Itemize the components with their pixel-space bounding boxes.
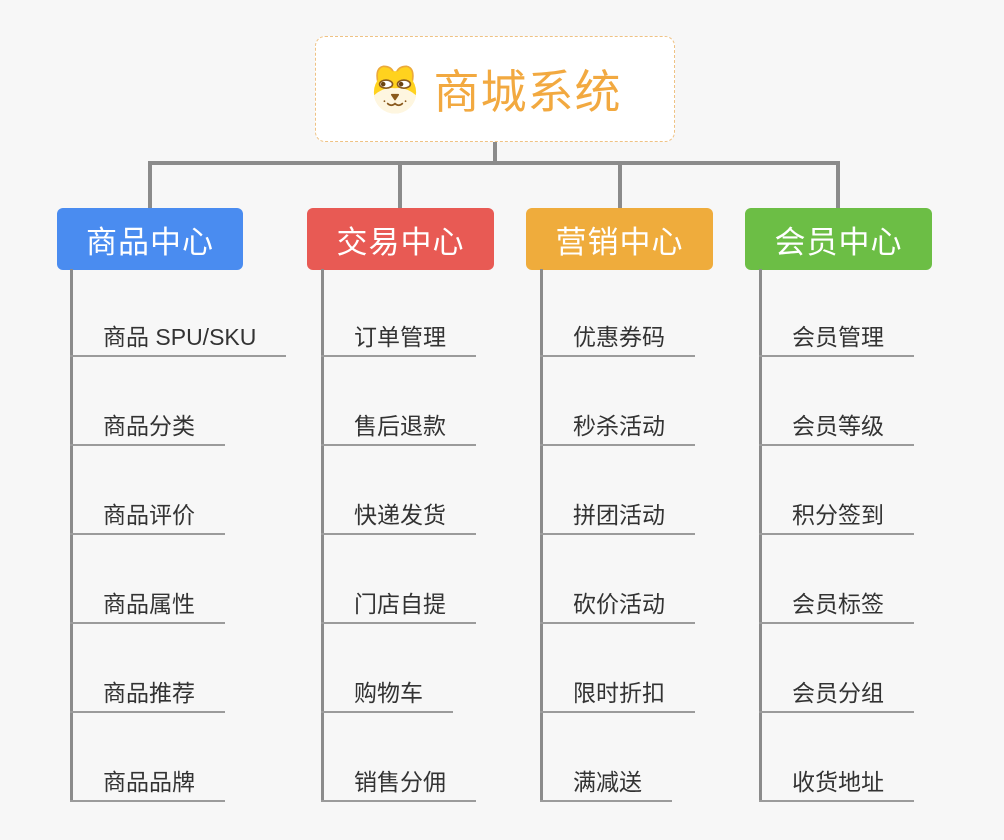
branch-stem-marketing <box>540 269 543 802</box>
leaf-node[interactable]: 快递发货 <box>321 503 476 535</box>
leaf-node[interactable]: 优惠券码 <box>540 325 695 357</box>
leaf-node[interactable]: 满减送 <box>540 770 672 802</box>
leaf-node[interactable]: 会员标签 <box>759 592 914 624</box>
leaf-node[interactable]: 商品推荐 <box>70 681 225 713</box>
connector-drop-product <box>148 161 152 209</box>
leaf-node[interactable]: 限时折扣 <box>540 681 695 713</box>
leaf-node[interactable]: 砍价活动 <box>540 592 695 624</box>
connector-drop-member <box>836 161 840 209</box>
connector-drop-trade <box>398 161 402 209</box>
leaf-node[interactable]: 会员分组 <box>759 681 914 713</box>
leaf-node[interactable]: 积分签到 <box>759 503 914 535</box>
leaf-node[interactable]: 收货地址 <box>759 770 914 802</box>
branch-stem-member <box>759 269 762 802</box>
leaf-node[interactable]: 商品评价 <box>70 503 225 535</box>
leaf-node[interactable]: 会员等级 <box>759 414 914 446</box>
leaf-node[interactable]: 商品 SPU/SKU <box>70 325 287 357</box>
leaf-node[interactable]: 秒杀活动 <box>540 414 695 446</box>
connector-drop-marketing <box>618 161 622 209</box>
leaf-node[interactable]: 拼团活动 <box>540 503 695 535</box>
leaf-node[interactable]: 订单管理 <box>321 325 476 357</box>
leaf-node[interactable]: 商品属性 <box>70 592 225 624</box>
dog-face-icon <box>373 65 416 114</box>
branch-stem-trade <box>321 269 324 802</box>
branch-node-marketing-center[interactable]: 营销中心 <box>526 208 713 270</box>
leaf-node[interactable]: 销售分佣 <box>321 770 476 802</box>
leaf-node[interactable]: 会员管理 <box>759 325 914 357</box>
leaf-node[interactable]: 商品分类 <box>70 414 225 446</box>
root-node[interactable]: 商城系统 <box>315 36 675 142</box>
branch-node-product-center[interactable]: 商品中心 <box>57 208 243 270</box>
leaf-node[interactable]: 商品品牌 <box>70 770 225 802</box>
branch-node-member-center[interactable]: 会员中心 <box>745 208 932 270</box>
leaf-node[interactable]: 售后退款 <box>321 414 476 446</box>
connector-horizontal-bus <box>148 161 840 165</box>
connector-root-stem <box>493 141 497 164</box>
leaf-node[interactable]: 购物车 <box>321 681 453 713</box>
leaf-node[interactable]: 门店自提 <box>321 592 476 624</box>
root-title: 商城系统 <box>433 66 622 118</box>
branch-node-trade-center[interactable]: 交易中心 <box>307 208 494 270</box>
branch-stem-product <box>70 269 73 802</box>
